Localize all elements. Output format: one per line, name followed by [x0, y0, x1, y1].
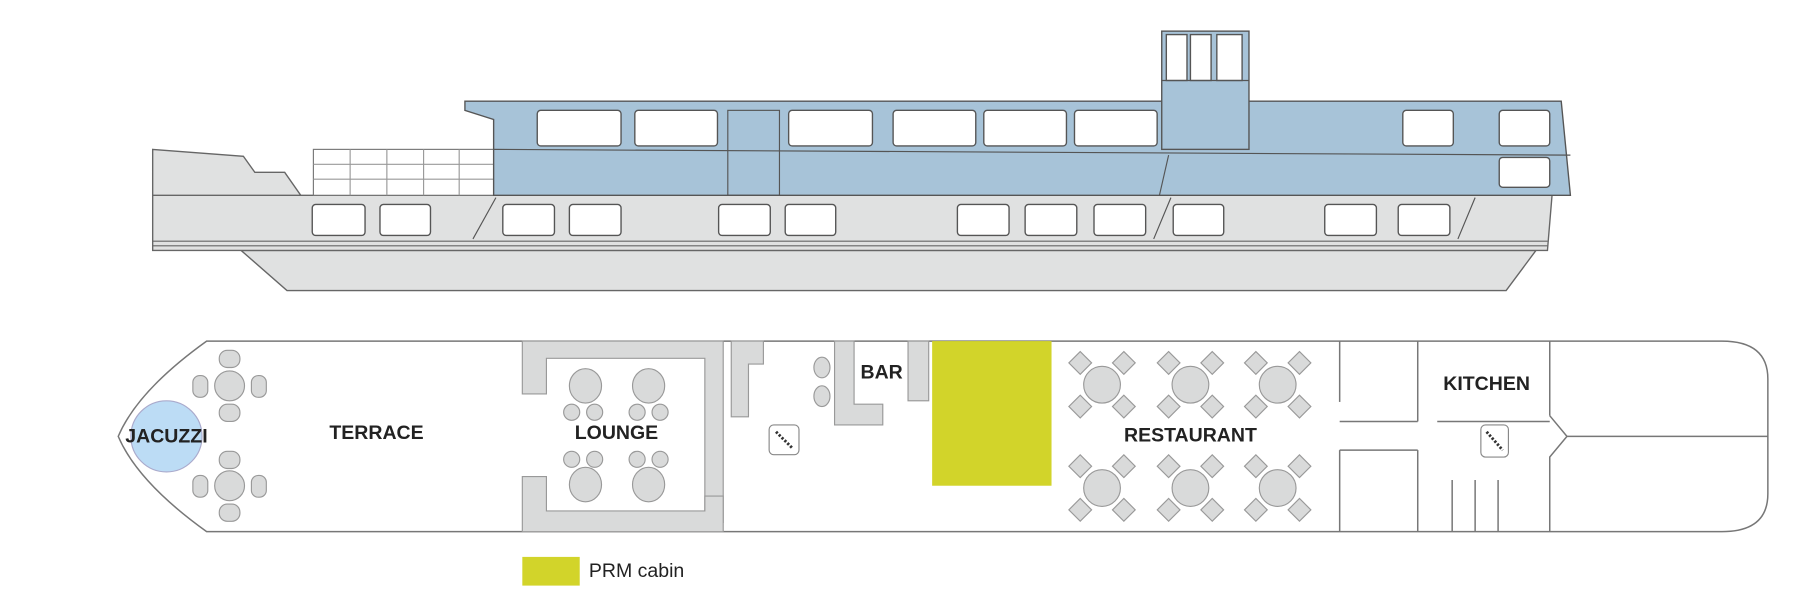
restaurant-table [1243, 454, 1312, 523]
table [1083, 365, 1121, 404]
chair [1243, 350, 1269, 376]
legend-swatch-prm [522, 556, 580, 586]
upper-windows [536, 109, 1551, 188]
chair [1200, 394, 1225, 419]
legend: PRM cabin [522, 556, 684, 586]
restaurant-table [1156, 454, 1225, 523]
label-restaurant: RESTAURANT [1124, 425, 1257, 447]
bow-structure [151, 148, 303, 196]
terrace-table-bottom [192, 450, 267, 522]
ship-side-view [151, 30, 1572, 292]
lounge-walls [521, 340, 764, 533]
chair [1068, 454, 1093, 479]
chair [1111, 350, 1137, 376]
chair [1156, 394, 1181, 419]
chair [1287, 497, 1312, 523]
prm-cabin [932, 341, 1052, 486]
kitchen-walls [1338, 341, 1768, 532]
chair [1068, 497, 1093, 523]
chair [1200, 350, 1225, 376]
restaurant-table [1243, 350, 1312, 419]
superstructure [464, 100, 1572, 196]
lower-windows [311, 203, 1451, 237]
chair [1156, 454, 1181, 479]
label-terrace: TERRACE [329, 422, 423, 444]
chair [1287, 350, 1312, 376]
table [1258, 469, 1297, 507]
chair [1287, 394, 1312, 419]
label-bar: BAR [861, 361, 903, 383]
chair [1111, 497, 1137, 523]
stairs-icon [768, 424, 800, 456]
restaurant-table [1068, 454, 1137, 523]
chair [1156, 350, 1181, 376]
chair [1068, 350, 1093, 376]
railing-grid [312, 148, 495, 196]
chair [1156, 497, 1181, 523]
deck-plan: JACUZZI TERRACE LOUNGE BAR RESTAURANT KI… [117, 340, 1769, 533]
chair [1287, 454, 1312, 479]
chair [1243, 394, 1269, 419]
restaurant-table [1068, 350, 1137, 419]
chair [1200, 497, 1225, 523]
bar-counter [813, 340, 930, 426]
table [1171, 365, 1210, 404]
table [1258, 365, 1297, 404]
legend-label-prm: PRM cabin [589, 560, 684, 582]
chair [1200, 454, 1225, 479]
label-kitchen: KITCHEN [1443, 373, 1530, 395]
kitchen-stairs-icon [1480, 424, 1509, 458]
terrace-table-top [192, 349, 267, 423]
chair [1111, 454, 1137, 479]
jacuzzi-pool [130, 400, 203, 473]
table [1083, 469, 1121, 507]
chair [1068, 394, 1093, 419]
lower-hull [239, 249, 1538, 292]
chair [1243, 497, 1269, 523]
table [1171, 469, 1210, 507]
restaurant-tables [1068, 350, 1312, 523]
label-lounge: LOUNGE [575, 422, 658, 444]
chair [1243, 454, 1269, 479]
label-jacuzzi: JACUZZI [125, 426, 207, 448]
chair [1111, 394, 1137, 419]
restaurant-table [1156, 350, 1225, 419]
lounge-tables [563, 368, 669, 503]
